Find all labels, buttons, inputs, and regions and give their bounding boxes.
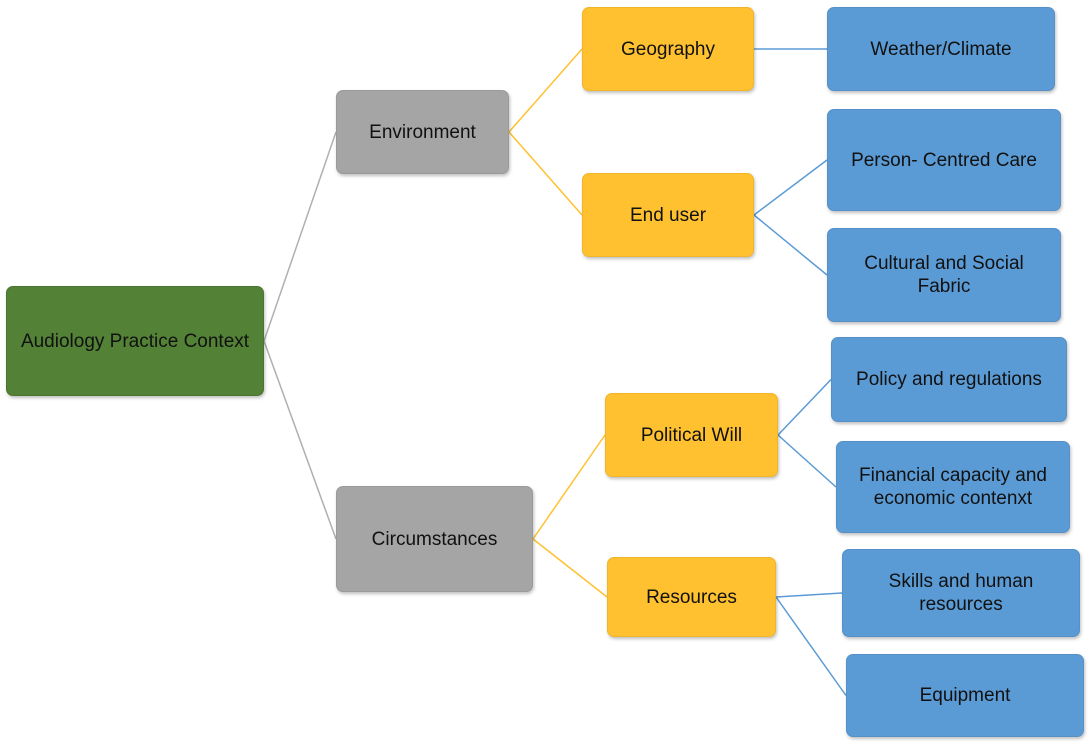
connector-resources-equipment — [775, 596, 847, 696]
node-geography-label: Geography — [620, 38, 715, 60]
connector-end-user-person-centred-care — [753, 159, 828, 216]
root-node-audiology-practice-context: Audiology Practice Context — [6, 286, 264, 396]
connector-environment-end-user — [508, 131, 583, 216]
node-end-user: End user — [582, 173, 754, 257]
connector-circumstances-resources — [532, 538, 608, 598]
node-equipment-label: Equipment — [919, 685, 1011, 706]
node-policy-regulations: Policy and regulations — [831, 337, 1067, 422]
node-environment-label: Environment — [369, 121, 476, 143]
node-financial-capacity-label: Financial capacity and economic contenxt — [859, 465, 1047, 509]
node-weather-climate-label: Weather/Climate — [870, 38, 1012, 60]
connector-political-will-policy — [777, 378, 832, 436]
node-circumstances: Circumstances — [336, 486, 533, 592]
node-resources: Resources — [607, 557, 776, 637]
connector-root-environment — [263, 131, 337, 342]
node-political-will: Political Will — [605, 393, 778, 477]
connector-political-will-financial — [777, 434, 837, 488]
node-end-user-label: End user — [629, 204, 707, 226]
node-weather-climate: Weather/Climate — [827, 7, 1055, 91]
node-person-centred-care: Person- Centred Care — [827, 109, 1061, 211]
node-circumstances-label: Circumstances — [371, 528, 498, 550]
connector-resources-skills — [775, 592, 843, 598]
node-skills-human-resources-label: Skills and human resources — [888, 571, 1034, 615]
node-cultural-social-fabric: Cultural and Social Fabric — [827, 228, 1061, 322]
root-node-label: Audiology Practice Context — [20, 330, 250, 352]
node-policy-regulations-label: Policy and regulations — [856, 369, 1042, 390]
connector-environment-geography — [508, 48, 583, 133]
connector-end-user-cultural — [753, 214, 828, 276]
connector-circumstances-political-will — [532, 434, 606, 540]
node-skills-human-resources: Skills and human resources — [842, 549, 1080, 637]
node-resources-label: Resources — [646, 586, 737, 608]
connector-root-circumstances — [263, 340, 337, 540]
node-environment: Environment — [336, 90, 509, 174]
node-person-centred-care-label: Person- Centred Care — [851, 149, 1037, 171]
node-cultural-social-fabric-label: Cultural and Social Fabric — [864, 253, 1024, 297]
node-financial-capacity: Financial capacity and economic contenxt — [836, 441, 1070, 533]
node-equipment: Equipment — [846, 654, 1084, 737]
node-geography: Geography — [582, 7, 754, 91]
node-political-will-label: Political Will — [640, 424, 743, 446]
